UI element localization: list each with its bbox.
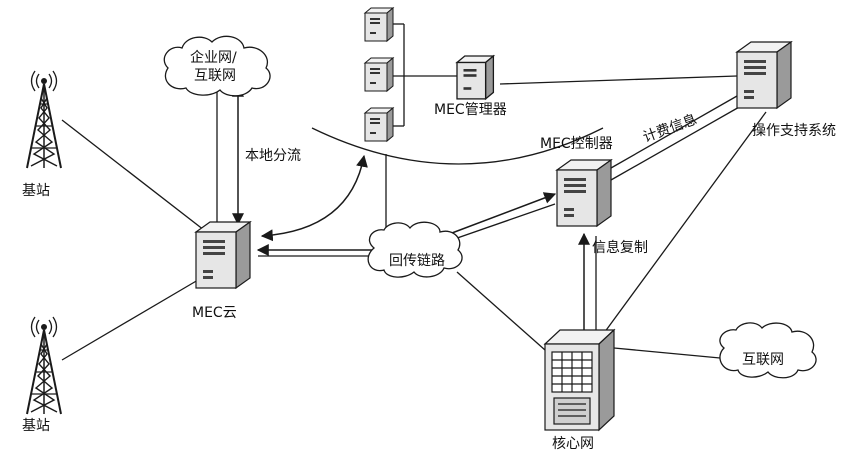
mec-manager-server bbox=[456, 55, 495, 100]
manager-app-server-2 bbox=[364, 57, 394, 92]
cell-tower-icon bbox=[26, 70, 62, 169]
link-manager-oss bbox=[499, 75, 738, 85]
link-backhaul-core bbox=[456, 271, 546, 351]
cloud-icon bbox=[719, 322, 817, 379]
backhaul-label: 回传链路 bbox=[389, 253, 445, 269]
internet-label: 互联网 bbox=[742, 352, 784, 368]
management-arc bbox=[311, 127, 604, 165]
base-station-bottom-label: 基站 bbox=[22, 418, 50, 434]
backhaul-to-controller-arrow bbox=[443, 192, 557, 237]
enterprise-net-label-line1: 企业网/ bbox=[190, 50, 237, 66]
link-core-internet bbox=[613, 347, 721, 359]
server-icon bbox=[456, 55, 495, 100]
mec-to-manager-arrow bbox=[260, 154, 368, 242]
server-rack-icon bbox=[543, 328, 616, 432]
oss-server bbox=[736, 41, 792, 109]
server-icon bbox=[736, 41, 792, 109]
server-icon bbox=[556, 159, 612, 227]
oss-label: 操作支持系统 bbox=[752, 123, 836, 139]
link-oss-controller-2 bbox=[610, 105, 742, 181]
core-network-label: 核心网 bbox=[552, 436, 594, 452]
enterprise-cloud-shape bbox=[163, 35, 271, 97]
base-station-top bbox=[26, 70, 62, 169]
mec-cloud-label: MEC云 bbox=[192, 305, 237, 321]
mec-cloud-server bbox=[195, 221, 251, 289]
manager-app-server-3 bbox=[364, 107, 394, 142]
server-icon bbox=[364, 57, 394, 92]
link-bs-top-mec bbox=[61, 119, 223, 245]
base-station-top-label: 基站 bbox=[22, 183, 50, 199]
local-offload-label: 本地分流 bbox=[245, 148, 301, 164]
mec-controller-label: MEC控制器 bbox=[540, 136, 613, 152]
cloud-icon bbox=[367, 221, 463, 278]
manager-app-server-1 bbox=[364, 7, 394, 42]
server-icon bbox=[364, 7, 394, 42]
server-icon bbox=[195, 221, 251, 289]
arrows bbox=[232, 84, 590, 334]
enterprise-net-label-line2: 互联网 bbox=[194, 68, 236, 84]
link-oss-controller-1 bbox=[610, 95, 738, 169]
connection-lines bbox=[61, 23, 767, 361]
backhaul-cloud-shape bbox=[367, 221, 463, 278]
server-icon bbox=[364, 107, 394, 142]
link-oss-core bbox=[595, 111, 767, 345]
link-bs-bottom-mec bbox=[61, 279, 199, 361]
link-backhaul-controller bbox=[439, 203, 556, 245]
internet-cloud-shape bbox=[719, 322, 817, 379]
cell-tower-icon bbox=[26, 316, 62, 415]
mec-controller-server bbox=[556, 159, 612, 227]
base-station-bottom bbox=[26, 316, 62, 415]
cloud-icon bbox=[163, 35, 271, 97]
mec-manager-label: MEC管理器 bbox=[434, 102, 507, 118]
info-copy-label: 信息复制 bbox=[592, 240, 648, 256]
